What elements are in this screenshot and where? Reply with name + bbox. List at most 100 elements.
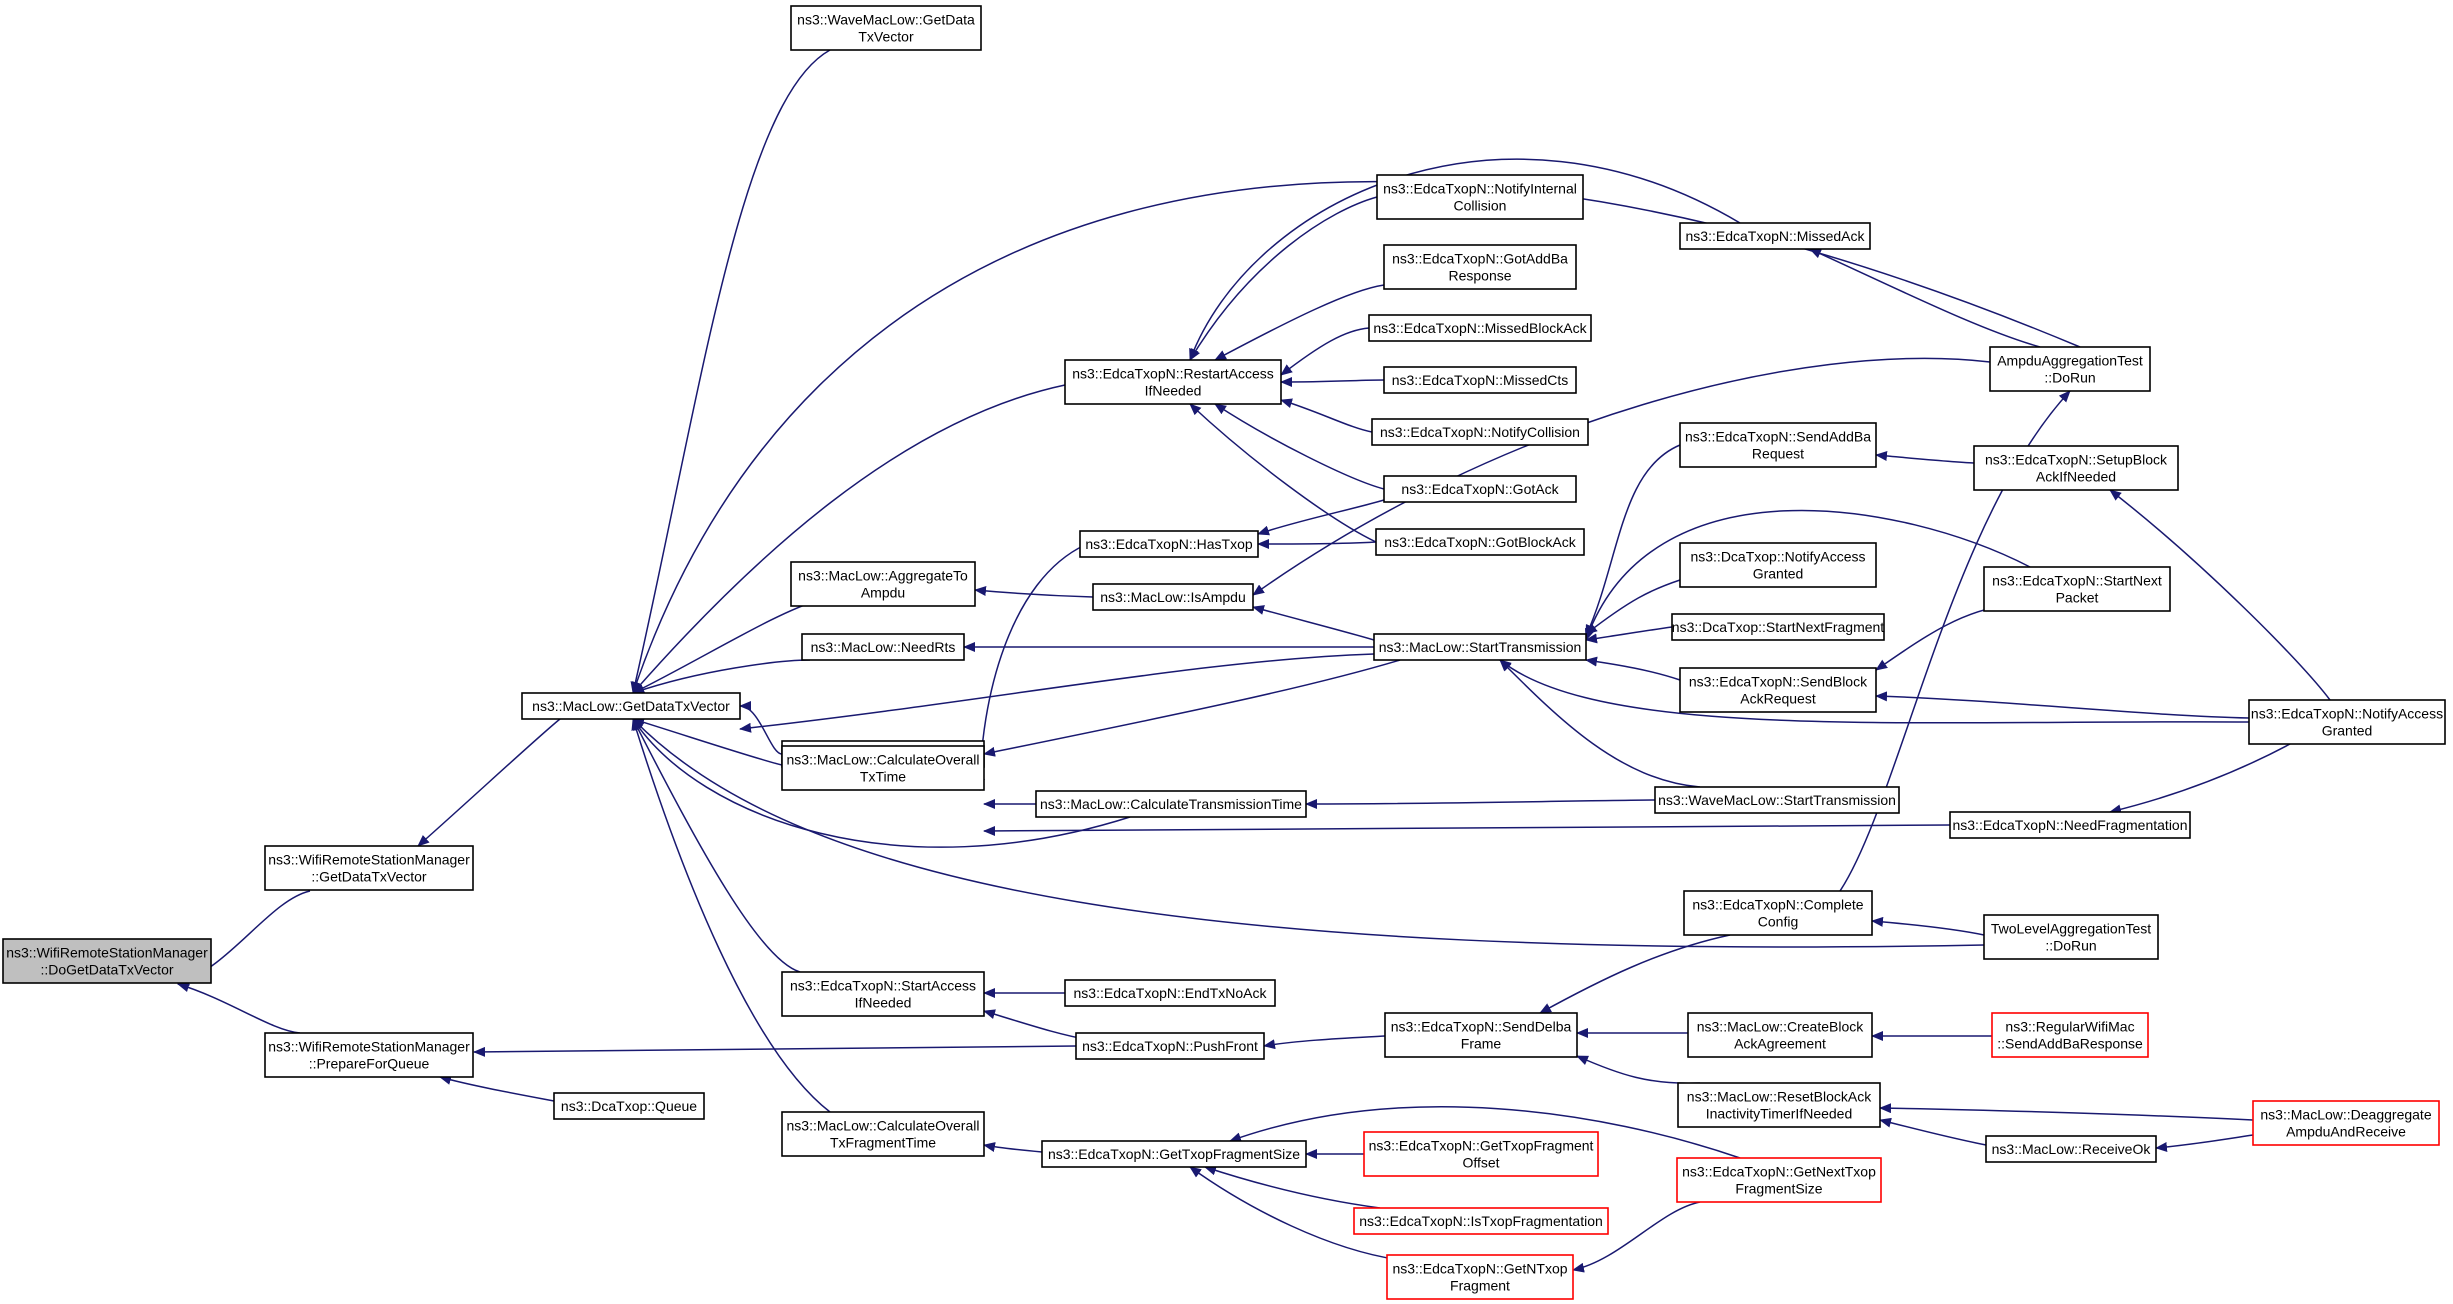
node-label: ns3::DcaTxop::NotifyAccess: [1690, 549, 1865, 565]
node-gettxopfragsize[interactable]: ns3::EdcaTxopN::GetTxopFragmentSize: [1041, 1140, 1307, 1168]
node-box: [1386, 1254, 1574, 1300]
node-label: ns3::WifiRemoteStationManager: [268, 1039, 470, 1055]
node-needrts[interactable]: ns3::MacLow::NeedRts: [801, 633, 965, 661]
node-label: ns3::EdcaTxopN::GetTxopFragmentSize: [1048, 1146, 1300, 1162]
edge-istxopfrag-to-gettxopfragsize: [1204, 1165, 1381, 1209]
node-label: FragmentSize: [1735, 1181, 1822, 1197]
node-label: IfNeeded: [1145, 383, 1202, 399]
node-starttx[interactable]: ns3::MacLow::StartTransmission: [1373, 633, 1587, 661]
node-label: Fragment: [1450, 1278, 1510, 1294]
edge-gotblockack-to-restart: [1189, 403, 1377, 543]
edge-edca_notify-to-setupblock: [2109, 489, 2331, 701]
node-label: TxVector: [858, 29, 914, 45]
node-dca_queue[interactable]: ns3::DcaTxop::Queue: [553, 1092, 705, 1120]
node-box: [264, 1032, 474, 1078]
node-label: Granted: [1753, 566, 1804, 582]
node-label: ns3::RegularWifiMac: [2005, 1019, 2134, 1035]
node-box: [1679, 422, 1877, 468]
node-isampdu[interactable]: ns3::MacLow::IsAmpdu: [1092, 583, 1254, 611]
node-label: ns3::MacLow::CreateBlock: [1697, 1019, 1865, 1035]
node-box: [264, 845, 474, 891]
node-ampdu_test[interactable]: AmpduAggregationTest::DoRun: [1989, 346, 2151, 392]
edge-missedcts-to-restart: [1280, 376, 1385, 387]
node-box: [1376, 174, 1584, 220]
edge-gettxopfragsize-to-calc_frag: [983, 1142, 1043, 1153]
node-resetblock[interactable]: ns3::MacLow::ResetBlockAckInactivityTime…: [1677, 1082, 1881, 1128]
edge-edca_notify-to-sendblockack: [1875, 691, 2250, 719]
node-calc_frag[interactable]: ns3::MacLow::CalculateOverallTxFragmentT…: [781, 1111, 985, 1157]
node-label: TxFragmentTime: [830, 1135, 936, 1151]
node-box: [1375, 528, 1585, 556]
node-notifycollision[interactable]: ns3::EdcaTxopN::NotifyCollision: [1371, 418, 1589, 446]
edge-pushfront-to-startaccess: [983, 1009, 1091, 1041]
node-calc_tx[interactable]: ns3::MacLow::CalculateTransmissionTime: [1035, 790, 1307, 818]
node-label: ns3::EdcaTxopN::PushFront: [1082, 1038, 1258, 1054]
node-missedack[interactable]: ns3::EdcaTxopN::MissedAck: [1679, 222, 1871, 250]
edge-startnextpacket-to-sendblockack: [1875, 604, 2011, 671]
node-label: ::PrepareForQueue: [309, 1056, 430, 1072]
node-box: [1989, 346, 2151, 392]
node-wavemaclow_getdata[interactable]: ns3::WaveMacLow::GetDataTxVector: [790, 5, 982, 51]
node-label: ns3::DcaTxop::StartNextFragment: [1672, 619, 1885, 635]
node-label: ns3::EdcaTxopN::GotAck: [1401, 481, 1559, 497]
node-box: [553, 1092, 705, 1120]
node-wrsm_getdata[interactable]: ns3::WifiRemoteStationManager::GetDataTx…: [264, 845, 474, 891]
node-missedblockack[interactable]: ns3::EdcaTxopN::MissedBlockAck: [1368, 314, 1592, 342]
node-dca_startnext[interactable]: ns3::DcaTxop::StartNextFragment: [1671, 613, 1885, 641]
edge-pushfront-to-wrsm_prepare: [473, 1045, 1077, 1057]
node-twolevel[interactable]: TwoLevelAggregationTest::DoRun: [1983, 914, 2159, 960]
node-wrsm_prepare[interactable]: ns3::WifiRemoteStationManager::PrepareFo…: [264, 1032, 474, 1078]
node-label: AckAgreement: [1734, 1036, 1826, 1052]
node-label: Frame: [1461, 1036, 1502, 1052]
node-receiveok[interactable]: ns3::MacLow::ReceiveOk: [1985, 1135, 2157, 1163]
node-box: [1383, 366, 1577, 394]
node-gotblockack[interactable]: ns3::EdcaTxopN::GotBlockAck: [1375, 528, 1585, 556]
node-pushfront[interactable]: ns3::EdcaTxopN::PushFront: [1075, 1032, 1265, 1060]
node-hastxop[interactable]: ns3::EdcaTxopN::HasTxop: [1079, 530, 1259, 558]
node-box: [2252, 1100, 2440, 1146]
edge-ampdu_test-to-isampdu: [1252, 357, 1991, 596]
node-endtxnoack[interactable]: ns3::EdcaTxopN::EndTxNoAck: [1064, 979, 1276, 1007]
node-label: ns3::WifiRemoteStationManager: [268, 852, 470, 868]
node-needfrag[interactable]: ns3::EdcaTxopN::NeedFragmentation: [1949, 811, 2191, 839]
edge-needfrag-to-calc_overall: [983, 824, 1951, 836]
edge-gotaddba-to-restart: [1214, 284, 1385, 361]
node-root[interactable]: ns3::WifiRemoteStationManager::DoGetData…: [2, 938, 212, 984]
node-box: [1384, 1012, 1578, 1058]
edge-gotack-to-hastxop: [1257, 499, 1385, 536]
edge-resetblock-to-senddelba: [1576, 1055, 1701, 1085]
node-istxopfrag[interactable]: ns3::EdcaTxopN::IsTxopFragmentation: [1353, 1207, 1609, 1235]
node-regularwifi[interactable]: ns3::RegularWifiMac::SendAddBaResponse: [1991, 1012, 2149, 1058]
edge-isampdu-to-aggregate: [974, 585, 1094, 598]
node-gotack[interactable]: ns3::EdcaTxopN::GotAck: [1383, 475, 1577, 503]
node-label: Granted: [2322, 723, 2373, 739]
node-missedcts[interactable]: ns3::EdcaTxopN::MissedCts: [1383, 366, 1577, 394]
node-box: [1973, 445, 2179, 491]
node-wave_starttx[interactable]: ns3::WaveMacLow::StartTransmission: [1654, 786, 1900, 814]
node-box: [1687, 1012, 1873, 1058]
edge-needrts-to-maclow_getdata: [632, 659, 811, 695]
edge-wrsm_prepare-to-root: [177, 982, 301, 1034]
node-maclow_getdata[interactable]: ns3::MacLow::GetDataTxVector: [521, 692, 741, 720]
node-label: InactivityTimerIfNeeded: [1706, 1106, 1853, 1122]
